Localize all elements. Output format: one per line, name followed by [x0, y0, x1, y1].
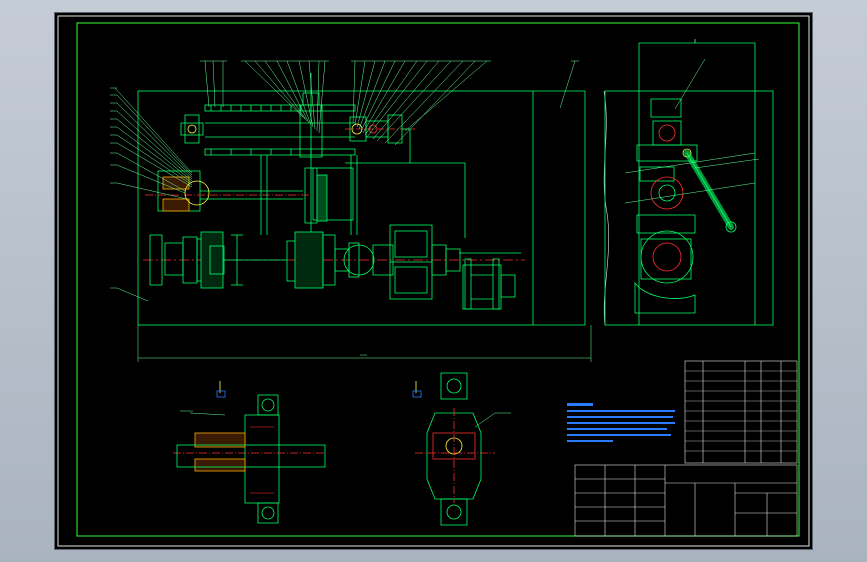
assembly-drawing [57, 15, 810, 547]
section-a-view [173, 381, 326, 524]
sheet-frame [57, 15, 810, 547]
technical-requirements-note [567, 403, 679, 454]
drawing-border [76, 22, 800, 537]
leader-ticks [110, 60, 579, 289]
side-view [603, 39, 774, 326]
parts-list [684, 360, 798, 464]
cad-viewport[interactable] [55, 13, 812, 549]
section-b-view [412, 372, 511, 526]
leader-lines [114, 60, 576, 302]
main-assembly-view [137, 73, 592, 362]
note-text-lines [567, 403, 675, 442]
title-block [574, 464, 798, 537]
